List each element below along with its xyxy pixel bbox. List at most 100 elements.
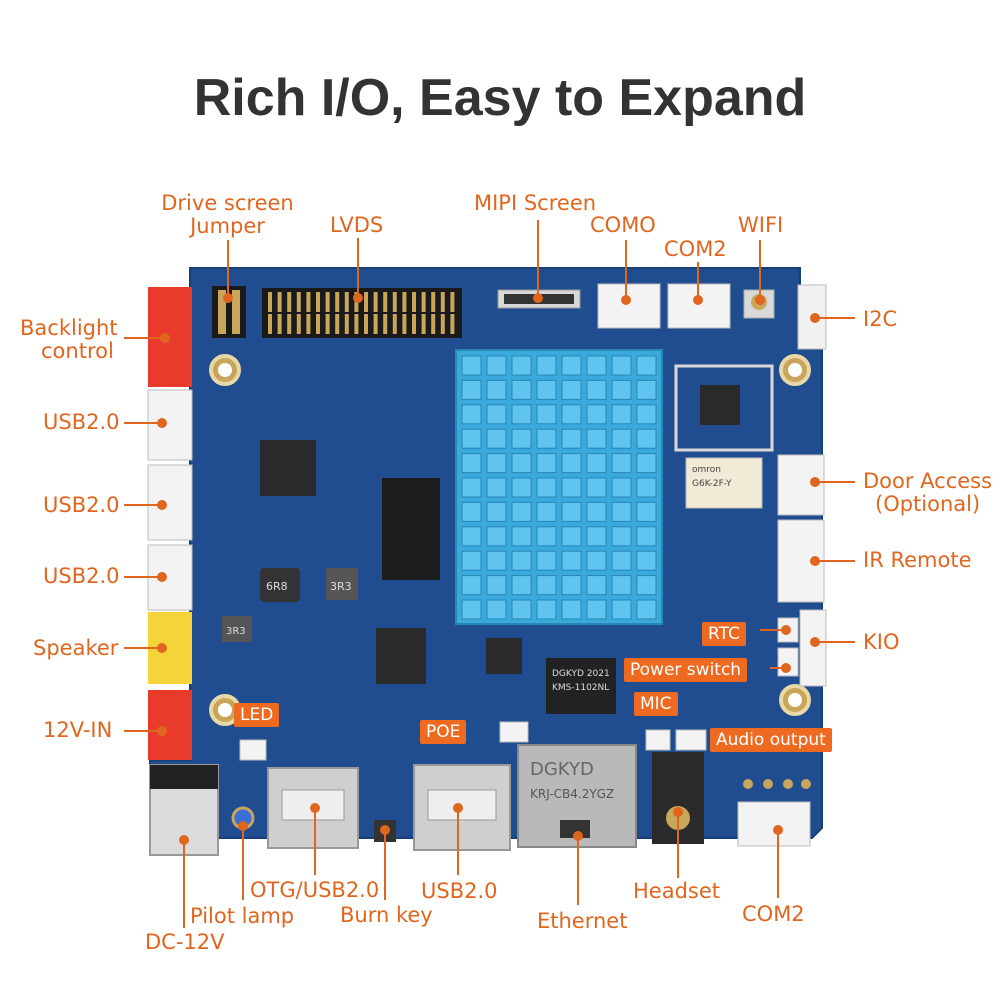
heatsink-fin: [636, 550, 657, 571]
header-pin: [440, 292, 445, 312]
heatsink-fin: [611, 428, 632, 449]
header-pin: [335, 314, 340, 334]
label-usb-bottom: USB2.0: [421, 879, 498, 903]
heatsink-fin: [461, 599, 482, 620]
transformer-brand-text: DGKYD 2021: [552, 669, 610, 679]
eth-chip: [486, 638, 522, 674]
heatsink-fin: [611, 526, 632, 547]
heatsink-fin: [536, 477, 557, 498]
heatsink-fin: [511, 526, 532, 547]
header-pin: [392, 292, 397, 312]
label-headset: Headset: [633, 879, 721, 903]
audio-out-connector: [675, 729, 707, 751]
label-kio: KIO: [863, 630, 900, 654]
label-com2-bottom: COM2: [742, 902, 805, 926]
header-pin: [325, 314, 330, 334]
label-drive-screen: Drive screen Jumper: [150, 192, 305, 238]
label-backlight-line2: control: [41, 339, 114, 363]
heatsink-fin: [486, 550, 507, 571]
heatsink-fin: [511, 404, 532, 425]
heatsink-fin: [586, 379, 607, 400]
header-pin: [431, 314, 436, 334]
como-connector: [597, 283, 661, 329]
inductor-2-text: 3R3: [330, 580, 352, 593]
heatsink-fin: [636, 428, 657, 449]
heatsink-fin: [461, 550, 482, 571]
heatsink-fin: [561, 379, 582, 400]
rj45-model-text: KRJ-CB4.2YGZ: [530, 787, 614, 801]
heatsink-fin: [561, 404, 582, 425]
relay-brand-text: omron: [692, 465, 721, 475]
header-pin: [296, 314, 301, 334]
leader-lines: [124, 220, 855, 928]
heatsink-fin: [461, 404, 482, 425]
heatsink-fin: [561, 526, 582, 547]
heatsink-fin: [561, 575, 582, 596]
page-title: Rich I/O, Easy to Expand: [193, 69, 807, 127]
heatsink-fin: [611, 355, 632, 376]
heatsink-fin: [511, 575, 532, 596]
transformer: [546, 658, 616, 714]
led-connector: [239, 739, 267, 761]
heatsink-fin: [511, 355, 532, 376]
heatsink-fin: [561, 550, 582, 571]
heatsink-fin: [536, 526, 557, 547]
header-pin: [344, 314, 349, 334]
label-jumper: Jumper: [190, 214, 265, 238]
label-door-line1: Door Access: [863, 469, 993, 493]
heatsink-fin: [511, 379, 532, 400]
badge-audio-output: Audio output: [710, 728, 832, 752]
badge-mic: MIC: [634, 692, 678, 716]
mic-connector: [645, 729, 671, 751]
heatsink-fin: [636, 355, 657, 376]
12v-in-connector: [148, 690, 192, 760]
heatsink-fin: [461, 355, 482, 376]
label-dc-12v: DC-12V: [145, 930, 225, 954]
heatsink-fin: [536, 355, 557, 376]
heatsink-fin: [636, 477, 657, 498]
heatsink-fin: [561, 599, 582, 620]
header-pin: [277, 314, 282, 334]
heatsink-fin: [511, 599, 532, 620]
label-usb-2: USB2.0: [43, 493, 120, 517]
header-pin: [316, 314, 320, 334]
heatsink-fin: [636, 575, 657, 596]
header-pin: [450, 314, 455, 334]
heatsink-fin: [611, 477, 632, 498]
header-pin: [421, 314, 426, 334]
usb-left-connector-2: [147, 464, 193, 541]
label-wifi: WIFI: [738, 213, 784, 237]
badge-rtc: RTC: [702, 622, 746, 646]
label-ethernet: Ethernet: [537, 909, 628, 933]
header-pin: [402, 292, 407, 312]
inductor-2: [326, 568, 358, 600]
pmic-chip: [260, 440, 316, 496]
heatsink-fin: [586, 355, 607, 376]
header-pin: [392, 314, 397, 334]
label-door-line2: (Optional): [875, 492, 981, 516]
heatsink-fin: [461, 453, 482, 474]
heatsink-fin: [461, 379, 482, 400]
label-backlight-line1: Backlight: [20, 316, 118, 340]
poe-connector: [499, 721, 529, 743]
rj45-brand-text: DGKYD: [530, 759, 594, 780]
heatsink-fin: [611, 575, 632, 596]
usb-left-connector-1: [147, 389, 193, 461]
heatsink-fin: [486, 501, 507, 522]
header-pin: [277, 292, 282, 312]
heatsink-fin: [536, 550, 557, 571]
header-pin: [421, 292, 426, 312]
heatsink-fin: [636, 379, 657, 400]
header-pin: [373, 314, 378, 334]
heatsink-fin: [486, 453, 507, 474]
heatsink-fin: [611, 379, 632, 400]
heatsink-fin: [586, 526, 607, 547]
header-pin: [287, 292, 292, 312]
badge-poe: POE: [420, 720, 467, 744]
heatsink-fin: [486, 379, 507, 400]
header-pin: [335, 292, 340, 312]
inductor-3-text: 3R3: [226, 626, 246, 637]
label-pilot-lamp: Pilot lamp: [190, 904, 295, 928]
header-pin: [440, 314, 445, 334]
